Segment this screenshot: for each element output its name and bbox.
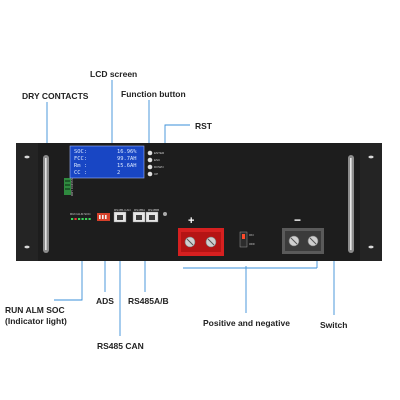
lcd-screen-label: LCD screen [90,69,138,79]
mounting-ear-right [360,143,382,261]
up-button-label: UP [154,172,158,176]
enter-button-label: ENTER [154,151,165,155]
run-alm-soc-label: RUN ALM SOC [5,305,65,315]
lcd-row-3-value: 2 [117,170,120,176]
port-label-a: RS485A [134,208,145,212]
indicator-text: RUN ALM SOC [70,212,92,216]
rst-label: RST [195,121,212,131]
lcd-row-2-key: Rm : [74,163,87,169]
mount-hole [368,245,374,249]
switch-off-mark: OFF [249,242,255,246]
minus-sign: − [294,213,301,227]
lcd-screen [69,145,145,179]
indicator-lights [71,218,91,220]
lcd-rows: SOC: 16.96% FCC: 99.7AH Rm : 15.6AH CC :… [74,149,137,176]
esc-button-label: ESC [154,158,161,162]
function-button-label: Function button [121,89,186,99]
port-label-b: RS485B [148,208,159,212]
switch-on-mark: ON [249,233,254,237]
lcd-row-1-key: FCC: [74,156,87,162]
positive-negative-label: Positive and negative [203,318,290,328]
down-button-label: DOWN [154,165,164,169]
function-buttons[interactable]: ENTER ESC DOWN UP [147,150,165,177]
dry-contacts-label: DRY CONTACTS [22,91,89,101]
ads-label: ADS [96,296,114,306]
mount-hole [368,155,374,159]
rs485-can-label: RS485 CAN [97,341,144,351]
dry-contact-text: DRY CONTACT [70,174,74,196]
mount-hole [24,245,30,249]
down-button[interactable] [147,164,153,170]
up-button[interactable] [147,171,153,177]
plus-sign: + [188,215,194,227]
lcd-row-0-value: 16.96% [117,149,137,155]
dry-contact-terminal [64,178,71,195]
lcd-row-0-key: SOC: [74,149,87,155]
port-label-can: RS485-CAN [114,208,131,212]
esc-button[interactable] [147,157,153,163]
mount-hole [24,155,30,159]
lcd-row-2-value: 15.6AH [117,163,136,169]
lcd-row-1-value: 99.7AH [117,156,136,162]
rst-button[interactable] [163,212,167,216]
switch-label: Switch [320,320,348,330]
rs485ab-label: RS485A/B [128,296,169,306]
enter-button[interactable] [147,150,153,156]
lcd-row-3-key: CC : [74,170,87,176]
indicator-light-label: (Indicator light) [5,316,67,326]
power-switch[interactable] [239,231,248,248]
mounting-ear-left [16,143,38,261]
